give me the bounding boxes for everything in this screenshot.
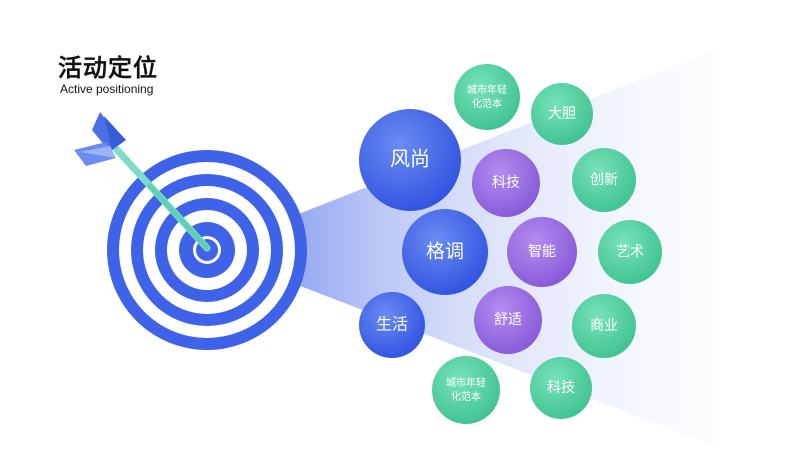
svg-text:化范本: 化范本 <box>451 390 481 403</box>
svg-text:商业: 商业 <box>590 318 618 334</box>
svg-text:创新: 创新 <box>590 172 618 188</box>
svg-text:城市年轻: 城市年轻 <box>446 376 486 389</box>
bubble-chuangxin: 创新 <box>572 148 636 212</box>
bubble-keji-purple: 科技 <box>472 149 540 217</box>
bubble-yishu: 艺术 <box>598 220 662 284</box>
svg-text:生活: 生活 <box>376 315 408 334</box>
svg-text:化范本: 化范本 <box>472 97 502 110</box>
svg-text:艺术: 艺术 <box>616 244 644 260</box>
bubble-fengshang: 风尚 <box>359 109 461 211</box>
svg-text:格调: 格调 <box>426 241 464 263</box>
bubble-zhineng: 智能 <box>507 217 577 287</box>
bubble-chengshi-bottom: 城市年轻 化范本 <box>432 356 500 424</box>
bubble-shushi: 舒适 <box>474 286 542 354</box>
bubble-chengshi-top: 城市年轻 化范本 <box>454 64 520 130</box>
svg-text:科技: 科技 <box>492 175 520 191</box>
bubble-keji-green: 科技 <box>530 357 592 419</box>
bubble-shenghuo: 生活 <box>359 292 425 358</box>
bubble-gediao: 格调 <box>402 209 488 295</box>
svg-text:智能: 智能 <box>528 244 556 260</box>
svg-text:大胆: 大胆 <box>548 106 576 122</box>
svg-text:城市年轻: 城市年轻 <box>467 83 507 96</box>
bubble-dadan: 大胆 <box>531 83 593 145</box>
svg-text:风尚: 风尚 <box>390 147 430 171</box>
bubble-shangye: 商业 <box>572 294 636 358</box>
svg-text:舒适: 舒适 <box>494 312 522 328</box>
svg-text:科技: 科技 <box>547 380 575 396</box>
